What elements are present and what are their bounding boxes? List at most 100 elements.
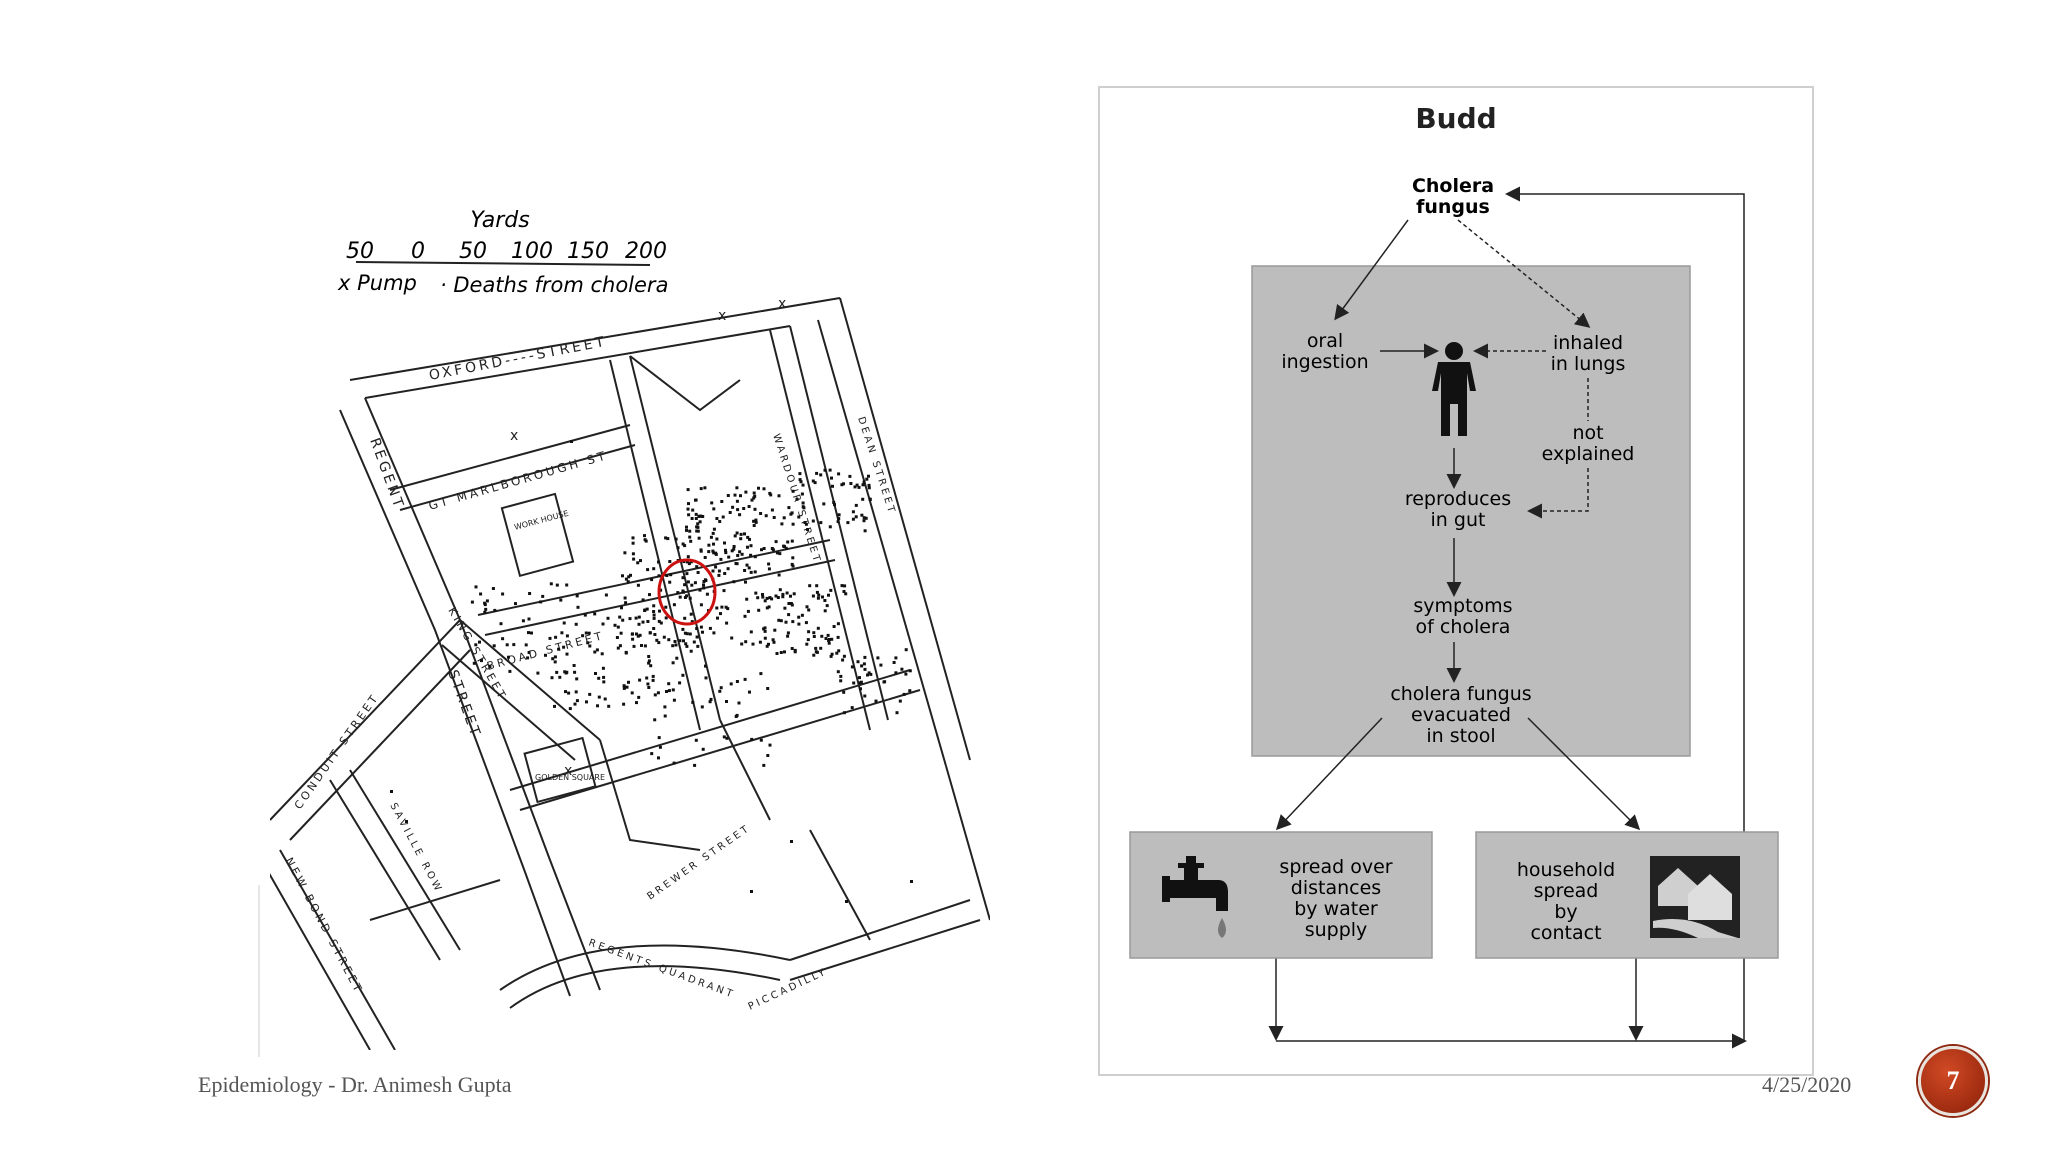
death-dot — [811, 519, 815, 523]
death-dot — [854, 503, 858, 507]
death-dot — [800, 613, 804, 617]
death-dot — [830, 637, 834, 641]
page-number-badge: 7 — [1918, 1046, 1988, 1116]
death-dot — [749, 553, 753, 557]
death-dot — [686, 580, 690, 584]
death-dot — [762, 487, 766, 491]
death-dot — [754, 518, 758, 522]
death-dot — [695, 529, 699, 533]
death-dot — [686, 488, 690, 492]
death-dot — [686, 555, 690, 559]
death-dot — [789, 594, 792, 598]
death-dot — [826, 633, 830, 637]
death-dot — [765, 606, 769, 610]
death-dot — [743, 532, 746, 536]
death-dot — [812, 631, 816, 635]
death-dot — [703, 556, 707, 559]
death-dot — [622, 684, 626, 688]
death-dot — [527, 651, 531, 654]
death-dot — [639, 559, 642, 563]
death-dot — [902, 692, 906, 696]
death-dot — [904, 672, 908, 676]
death-dot — [632, 644, 636, 648]
death-dot — [638, 633, 642, 637]
death-dot — [689, 649, 693, 653]
death-dot — [768, 596, 772, 600]
death-dot — [859, 687, 862, 691]
death-dot — [584, 631, 588, 635]
death-dot — [691, 508, 695, 512]
death-dot — [824, 637, 828, 640]
death-dot — [725, 621, 729, 625]
death-dot — [664, 536, 668, 540]
death-dot — [827, 641, 831, 645]
death-dot — [647, 655, 651, 658]
death-dot — [863, 529, 867, 533]
death-dot — [484, 607, 488, 611]
death-dot — [739, 537, 743, 541]
death-dot — [767, 605, 771, 609]
death-dot — [829, 588, 833, 592]
death-dot — [883, 680, 887, 684]
death-dot — [696, 571, 700, 574]
broad-street-pump-highlight — [657, 558, 717, 626]
death-dot — [799, 480, 803, 484]
death-dot — [553, 660, 557, 664]
death-dot — [634, 616, 638, 620]
death-dot — [752, 519, 756, 523]
death-dots — [390, 440, 913, 903]
death-dot — [514, 602, 517, 606]
death-dot — [748, 690, 751, 694]
death-dot — [750, 890, 753, 893]
death-dot — [851, 510, 855, 514]
scale-title: Yards — [470, 208, 529, 233]
death-dot — [667, 638, 671, 642]
death-dot — [602, 680, 606, 684]
death-dot — [862, 519, 866, 523]
death-dot — [684, 642, 688, 646]
death-dot — [686, 507, 690, 511]
death-dot — [690, 583, 694, 587]
death-dot — [573, 702, 577, 706]
death-dot — [774, 540, 778, 544]
death-dot — [646, 620, 650, 623]
death-dot — [707, 550, 711, 554]
death-dot — [781, 592, 785, 596]
death-dot — [621, 618, 625, 622]
death-dot — [845, 900, 848, 903]
death-dot — [668, 560, 672, 563]
death-dot — [652, 616, 656, 620]
death-dot — [616, 625, 620, 629]
death-dot — [761, 595, 765, 599]
death-dot — [623, 551, 627, 555]
death-dot — [536, 671, 540, 675]
death-dot — [752, 524, 756, 527]
death-dot — [763, 636, 767, 640]
death-dot — [722, 735, 726, 739]
death-dot — [868, 498, 872, 501]
death-dot — [791, 564, 795, 568]
death-dot — [554, 635, 558, 639]
death-dot — [765, 596, 769, 600]
death-dot — [804, 522, 808, 526]
death-dot — [724, 548, 727, 552]
death-dot — [858, 676, 861, 680]
death-dot — [527, 617, 531, 621]
death-dot — [712, 542, 715, 546]
death-dot — [527, 631, 530, 635]
death-dot — [752, 491, 756, 495]
death-dot — [784, 546, 788, 550]
death-dot — [857, 485, 861, 489]
water-line3: by water — [1294, 898, 1378, 920]
scale-tick: 200 — [625, 239, 667, 264]
death-dot — [867, 483, 871, 487]
death-dot — [791, 522, 795, 526]
death-dot — [723, 572, 727, 575]
water-line1: spread over — [1279, 856, 1392, 878]
death-dot — [722, 589, 726, 593]
death-dot — [879, 663, 883, 667]
death-dot — [636, 634, 640, 638]
death-dot — [727, 555, 731, 559]
death-dot — [797, 615, 801, 619]
death-dot — [842, 711, 846, 715]
